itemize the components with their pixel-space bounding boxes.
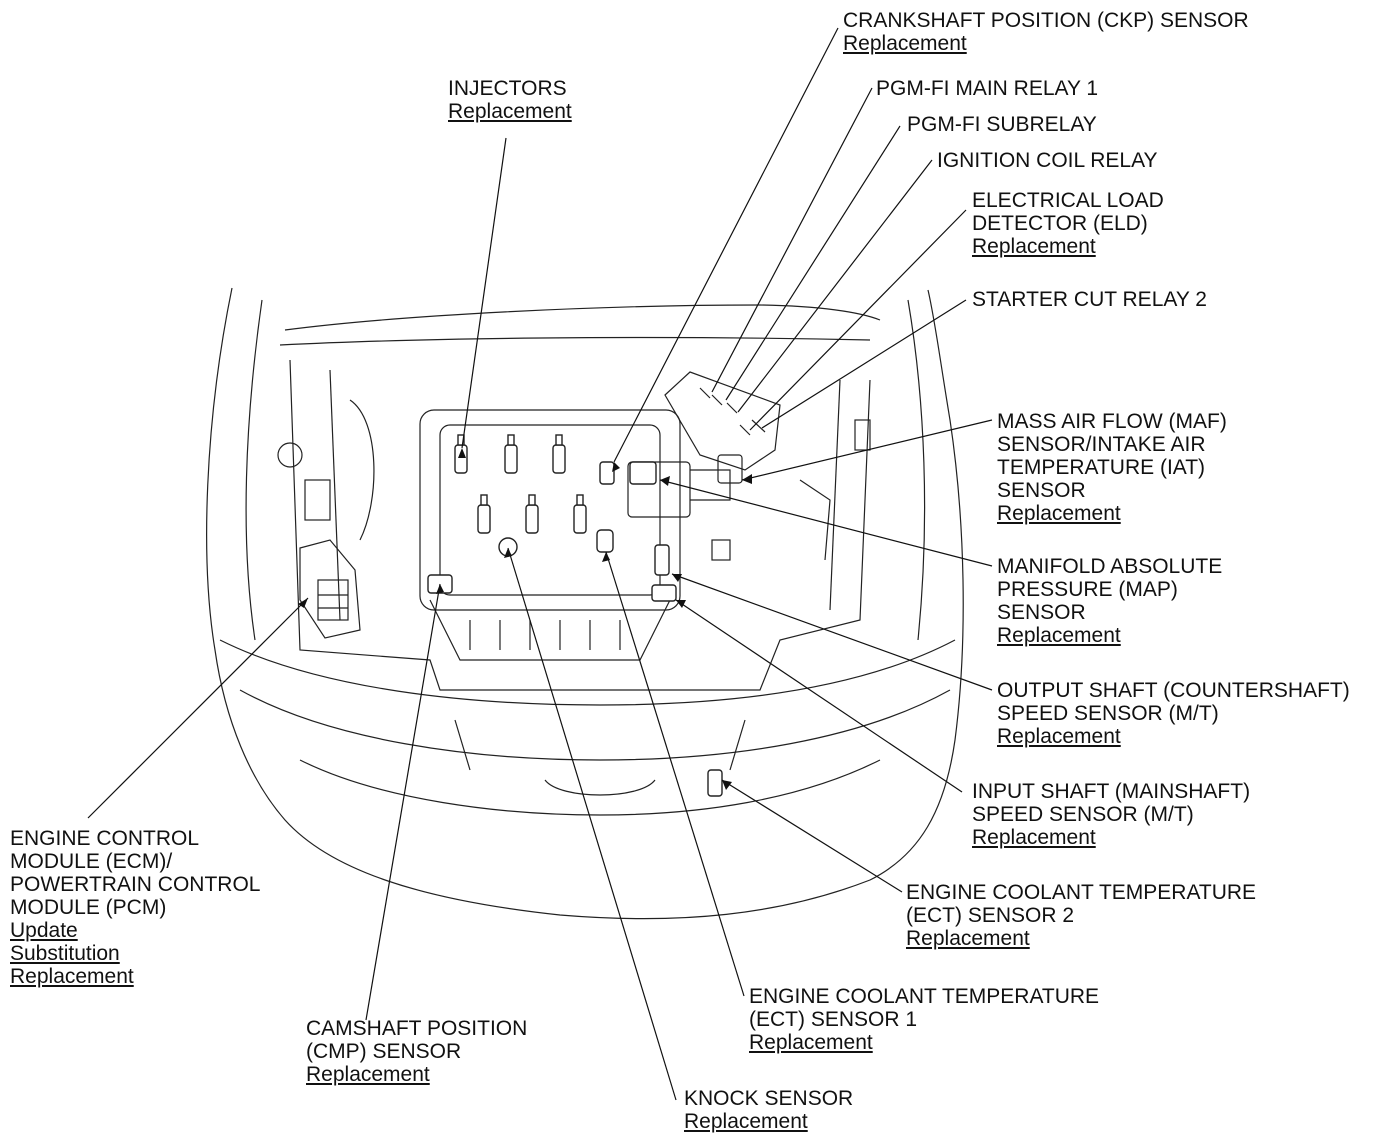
ecm-update-link[interactable]: Update [10,919,78,942]
cmp-title-1: CAMSHAFT POSITION [306,1017,528,1040]
starter-title: STARTER CUT RELAY 2 [972,288,1207,311]
ect1-title-1: ENGINE COOLANT TEMPERATURE [749,985,1100,1008]
input-title-1: INPUT SHAFT (MAINSHAFT) [972,780,1251,803]
eld-label: ELECTRICAL LOAD DETECTOR (ELD) Replaceme… [972,189,1164,258]
ignition-coil-relay-label: IGNITION COIL RELAY [937,149,1158,172]
input-shaft-sensor-icon [651,584,677,602]
maf-title-2: SENSOR/INTAKE AIR [997,433,1206,456]
maf-title-1: MASS AIR FLOW (MAF) [997,410,1227,433]
ecm-title-4: MODULE (PCM) [10,896,167,919]
injectors-replacement-link[interactable]: Replacement [448,100,572,123]
injector-icon [525,494,539,534]
ckp-sensor-icon [599,461,615,485]
main-relay-label: PGM-FI MAIN RELAY 1 [876,77,1098,100]
injector-icon [573,494,587,534]
map-sensor-icon [629,461,657,485]
output-replacement-link[interactable]: Replacement [997,725,1121,748]
injector-icon [454,434,468,474]
map-title-1: MANIFOLD ABSOLUTE [997,555,1223,578]
map-title-2: PRESSURE (MAP) [997,578,1178,601]
output-shaft-sensor-icon [654,544,670,576]
ect1-replacement-link[interactable]: Replacement [749,1031,873,1054]
ect2-title-2: (ECT) SENSOR 2 [906,904,1075,927]
subrelay-label: PGM-FI SUBRELAY [907,113,1097,136]
knock-title: KNOCK SENSOR [684,1087,854,1110]
map-replacement-link[interactable]: Replacement [997,624,1121,647]
output-title-1: OUTPUT SHAFT (COUNTERSHAFT) [997,679,1350,702]
ect2-sensor-icon [707,769,723,797]
maf-title-4: SENSOR [997,479,1086,502]
ect1-title-2: (ECT) SENSOR 1 [749,1008,918,1031]
cmp-replacement-link[interactable]: Replacement [306,1063,430,1086]
ect2-replacement-link[interactable]: Replacement [906,927,1030,950]
components [427,434,723,797]
ecm-title-3: POWERTRAIN CONTROL [10,873,261,896]
ckp-replacement-link[interactable]: Replacement [843,32,967,55]
ckp-sensor-label: CRANKSHAFT POSITION (CKP) SENSOR Replace… [843,9,1249,55]
maf-title-3: TEMPERATURE (IAT) [997,456,1206,479]
ect1-sensor-icon [596,529,614,553]
injector-icon [504,434,518,474]
cmp-title-2: (CMP) SENSOR [306,1040,462,1063]
injectors-title: INJECTORS [448,77,567,100]
starter-cut-relay-label: STARTER CUT RELAY 2 [972,288,1207,311]
injector-icon [552,434,566,474]
ckp-title: CRANKSHAFT POSITION (CKP) SENSOR [843,9,1249,32]
output-shaft-sensor-label: OUTPUT SHAFT (COUNTERSHAFT) SPEED SENSOR… [997,679,1350,748]
vehicle-outline [206,287,964,920]
ect2-title-1: ENGINE COOLANT TEMPERATURE [906,881,1257,904]
input-shaft-sensor-label: INPUT SHAFT (MAINSHAFT) SPEED SENSOR (M/… [972,780,1250,849]
ecm-replacement-link[interactable]: Replacement [10,965,134,988]
map-sensor-label: MANIFOLD ABSOLUTE PRESSURE (MAP) SENSOR … [997,555,1222,647]
ecm-substitution-link[interactable]: Substitution [10,942,120,965]
cmp-sensor-label: CAMSHAFT POSITION (CMP) SENSOR Replaceme… [306,1017,527,1086]
arrow-heads [298,448,752,790]
maf-replacement-link[interactable]: Replacement [997,502,1121,525]
injectors-label: INJECTORS Replacement [448,77,572,123]
subrelay-title: PGM-FI SUBRELAY [907,113,1097,136]
ecm-pcm-label: ENGINE CONTROL MODULE (ECM)/ POWERTRAIN … [10,827,260,988]
map-title-3: SENSOR [997,601,1086,624]
eld-title-2: DETECTOR (ELD) [972,212,1148,235]
ecm-title-2: MODULE (ECM)/ [10,850,173,873]
ign-relay-title: IGNITION COIL RELAY [937,149,1158,172]
input-title-2: SPEED SENSOR (M/T) [972,803,1194,826]
ecm-title-1: ENGINE CONTROL [10,827,200,850]
leader-lines [87,27,993,1101]
maf-sensor-label: MASS AIR FLOW (MAF) SENSOR/INTAKE AIR TE… [997,410,1227,525]
main-relay-title: PGM-FI MAIN RELAY 1 [876,77,1099,100]
knock-sensor-label: KNOCK SENSOR Replacement [684,1087,853,1133]
eld-replacement-link[interactable]: Replacement [972,235,1096,258]
knock-replacement-link[interactable]: Replacement [684,1110,808,1133]
output-title-2: SPEED SENSOR (M/T) [997,702,1219,725]
ect2-sensor-label: ENGINE COOLANT TEMPERATURE (ECT) SENSOR … [906,881,1256,950]
eld-title-1: ELECTRICAL LOAD [972,189,1164,212]
injector-icon [477,494,491,534]
input-replacement-link[interactable]: Replacement [972,826,1096,849]
ect1-sensor-label: ENGINE COOLANT TEMPERATURE (ECT) SENSOR … [749,985,1099,1054]
